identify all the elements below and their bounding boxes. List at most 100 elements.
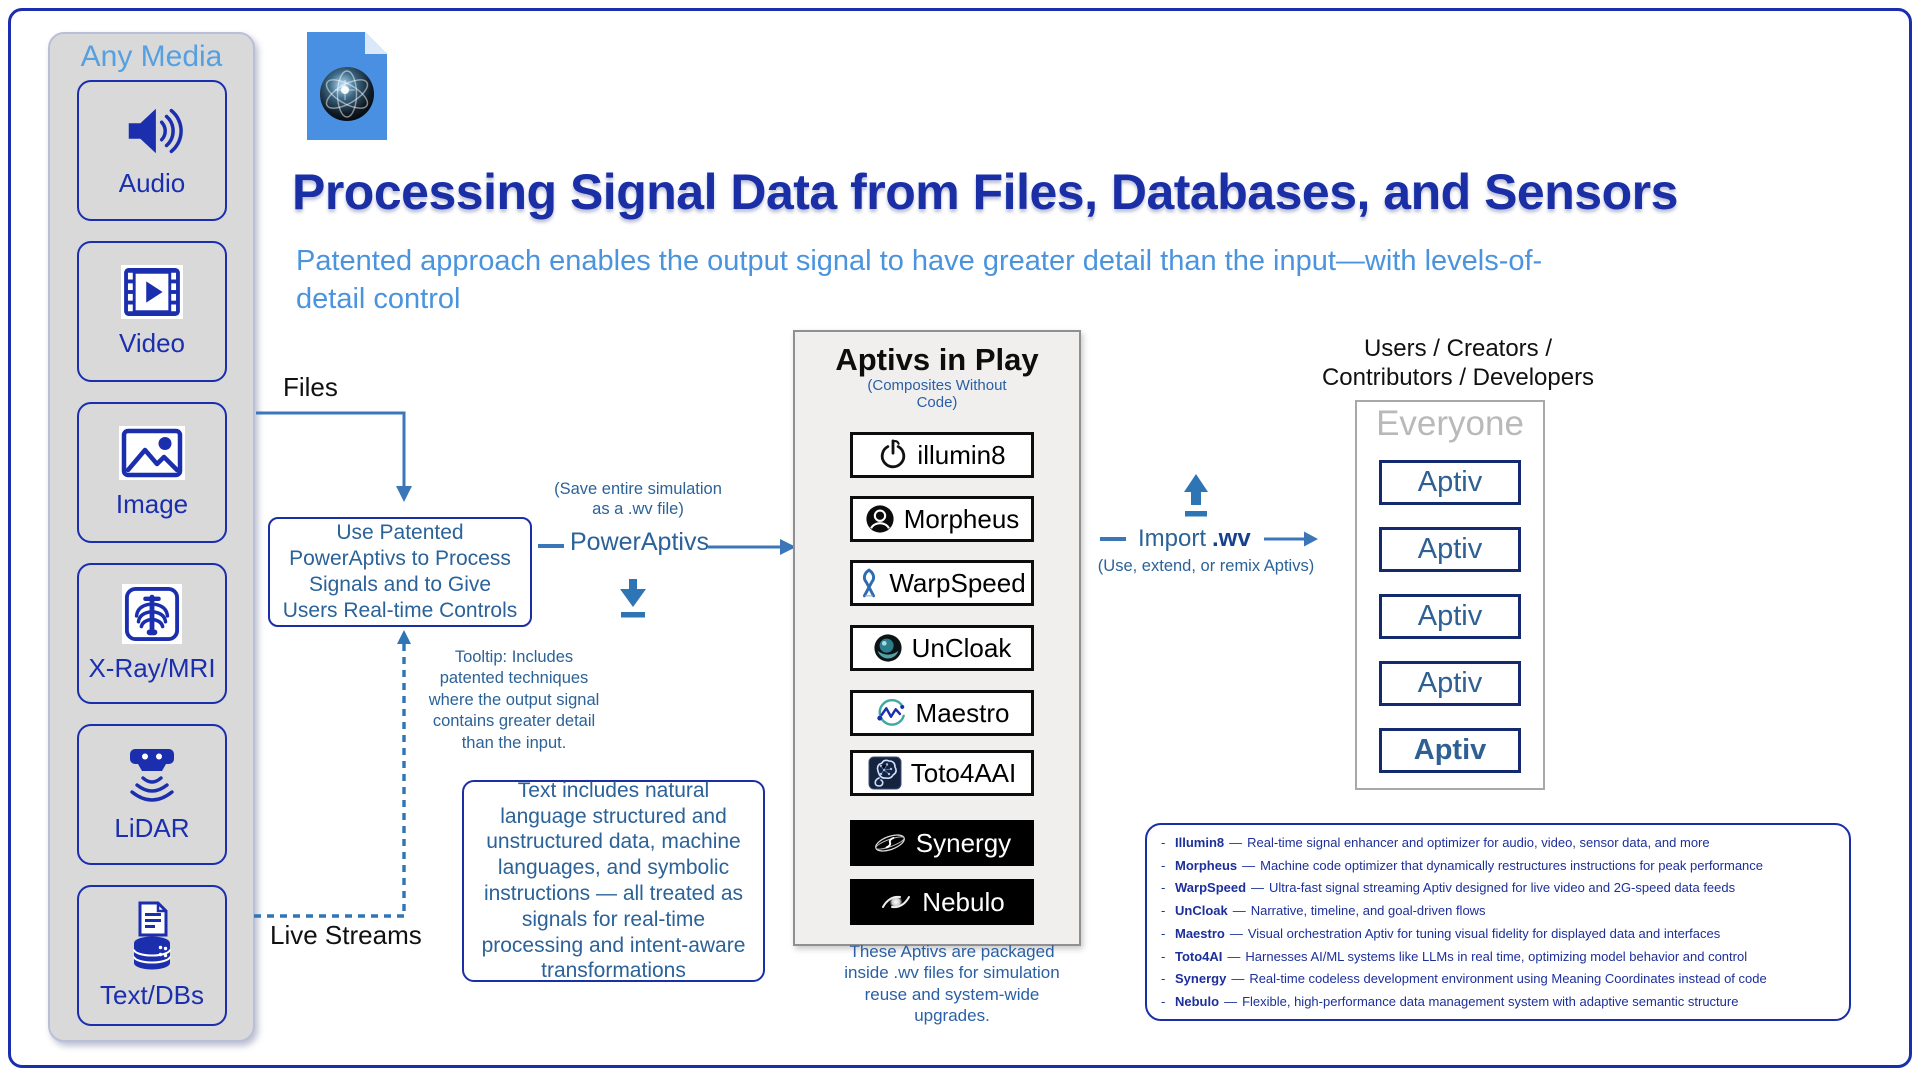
import-connector: [1100, 537, 1126, 541]
image-icon: [119, 425, 185, 480]
legend-item-uncloak: -UnCloak—Narrative, timeline, and goal-d…: [1161, 903, 1837, 918]
any-media-panel: Any Media Audio: [48, 32, 255, 1042]
legend-bullet: -: [1161, 971, 1166, 987]
legend-item-illumin8: -Illumin8 — Real-time signal enhancer and …: [1161, 835, 1837, 850]
aptiv-button-label: Nebulo: [922, 886, 1005, 917]
aptiv-slot-1[interactable]: Aptiv: [1379, 460, 1521, 505]
legend-bullet: -: [1161, 903, 1166, 919]
import-ext: .wv: [1212, 525, 1251, 552]
legend-desc: Visual orchestration Aptiv for tuning vi…: [1247, 925, 1721, 941]
media-item-label: Video: [118, 327, 186, 358]
lidar-icon: [130, 748, 174, 802]
text-database-icon: [133, 901, 171, 969]
upload-icon[interactable]: [1180, 473, 1212, 521]
legend-separator: —: [1231, 971, 1245, 987]
aptiv-button-uncloak[interactable]: UnCloak: [850, 625, 1034, 671]
legend-item-toto4ai: -Toto4AI—Harnesses AI/ML systems like LL…: [1161, 949, 1837, 964]
aptiv-slot-3[interactable]: Aptiv: [1379, 594, 1521, 639]
legend-name: Toto4AI: [1175, 948, 1223, 964]
waveform-icon: [876, 698, 905, 726]
aptiv-slot-5[interactable]: Aptiv: [1379, 728, 1521, 773]
aptiv-button-label: Maestro: [915, 697, 1010, 728]
any-media-title: Any Media: [80, 40, 223, 73]
aptivs-panel-subtitle: (Composites Without Code): [867, 377, 1007, 411]
legend-bullet: -: [1161, 857, 1166, 873]
everyone-box: Everyone Aptiv Aptiv Aptiv Aptiv Aptiv: [1355, 400, 1545, 790]
galaxy-icon: [882, 895, 911, 909]
tooltip-text: Tooltip: Includes patented techniques wh…: [428, 648, 600, 752]
legend-separator: —: [1232, 903, 1246, 919]
aptiv-button-synergy[interactable]: Synergy: [850, 820, 1034, 866]
xray-icon: [122, 583, 182, 644]
media-item-lidar[interactable]: LiDAR: [77, 724, 227, 865]
legend-desc: Real-time codeless development environme…: [1249, 971, 1767, 987]
legend-name: WarpSpeed: [1175, 880, 1247, 896]
aptiv-button-label: UnCloak: [911, 632, 1012, 663]
legend-item-morpheus: -Morpheus—Machine code optimizer that dy…: [1161, 858, 1837, 873]
poweraptivs-arrow: [708, 539, 796, 555]
aptiv-button-illumin8[interactable]: illumin8: [850, 432, 1034, 478]
media-item-textdbs[interactable]: Text/DBs: [77, 885, 227, 1026]
media-item-label: Audio: [118, 167, 186, 198]
legend-bullet: -: [1161, 880, 1166, 896]
legend-separator: —: [1227, 948, 1241, 964]
legend-bullet: -: [1161, 925, 1166, 941]
live-streams-label: Live Streams: [270, 920, 422, 950]
person-sphere-icon: [866, 505, 894, 533]
legend-separator: —: [1251, 880, 1265, 896]
wv-file-icon: [307, 32, 387, 140]
legend-bullet: -: [1161, 948, 1166, 964]
page-title: Processing Signal Data from Files, Datab…: [292, 164, 1678, 220]
aptiv-button-toto4aai[interactable]: Toto4AAI: [850, 750, 1034, 796]
aptiv-button-label: Synergy: [915, 827, 1012, 858]
aptivs-panel-title: Aptivs in Play: [835, 342, 1039, 377]
page-border: [8, 8, 1912, 1068]
aptiv-button-label: illumin8: [917, 439, 1006, 470]
aptiv-button-label: Toto4AAI: [910, 757, 1017, 788]
users-heading: Users / Creators / Contributors / Develo…: [1318, 335, 1598, 393]
legend-desc: Ultra-fast signal streaming Aptiv design…: [1269, 880, 1736, 896]
legend-item-warpspeed: -WarpSpeed—Ultra-fast signal streaming A…: [1161, 880, 1837, 895]
legend-desc: Real-time signal enhancer and optimizer …: [1247, 835, 1710, 850]
aptiv-button-nebulo[interactable]: Nebulo: [850, 879, 1034, 925]
legend-name: Maestro: [1175, 925, 1225, 941]
legend-desc: Narrative, timeline, and goal-driven flo…: [1250, 903, 1486, 919]
import-wv-label: Import.wv: [1138, 525, 1251, 553]
aptiv-slot-2[interactable]: Aptiv: [1379, 527, 1521, 572]
legend-separator: —: [1242, 857, 1256, 873]
import-word: Import: [1138, 525, 1207, 552]
media-item-label: LiDAR: [114, 812, 190, 843]
live-streams-path: [254, 630, 411, 918]
media-item-video[interactable]: Video: [77, 241, 227, 382]
legend-item-maestro: -Maestro—Visual orchestration Aptiv for …: [1161, 926, 1837, 941]
legend-name: Illumin8: [1175, 835, 1225, 850]
aptivs-packaged-note: These Aptivs are packaged inside .wv fil…: [844, 942, 1060, 1025]
lens-icon: [874, 634, 902, 662]
legend-name: Synergy: [1175, 971, 1227, 987]
legend-item-nebulo: -Nebulo—Flexible, high-performance data …: [1161, 994, 1837, 1009]
legend-name: Nebulo: [1175, 993, 1220, 1009]
legend-separator: —: [1229, 835, 1243, 850]
legend-separator: —: [1229, 925, 1243, 941]
poweraptivs-label: PowerAptivs: [570, 528, 709, 556]
download-icon[interactable]: [615, 576, 651, 624]
speaker-icon: [128, 108, 183, 153]
legend-bullet: -: [1161, 835, 1166, 850]
legend-item-synergy: -Synergy—Real-time codeless development …: [1161, 971, 1837, 986]
save-note: (Save entire simulation as a .wv file): [554, 480, 722, 518]
import-note: (Use, extend, or remix Aptivs): [1097, 557, 1315, 575]
aptiv-button-warpspeed[interactable]: WarpSpeed: [850, 560, 1034, 606]
media-item-audio[interactable]: Audio: [77, 80, 227, 221]
media-item-xray[interactable]: X-Ray/MRI: [77, 563, 227, 704]
aptiv-button-maestro[interactable]: Maestro: [850, 690, 1034, 736]
legend-bullet: -: [1161, 993, 1166, 1009]
power-icon: [881, 439, 906, 469]
media-item-image[interactable]: Image: [77, 402, 227, 543]
users-heading-line2: Contributors / Developers: [1321, 363, 1595, 391]
legend-desc: Machine code optimizer that dynamically …: [1260, 857, 1764, 873]
users-heading-line1: Users / Creators /: [1363, 335, 1553, 362]
aptiv-button-label: Morpheus: [903, 503, 1020, 534]
aptiv-button-morpheus[interactable]: Morpheus: [850, 496, 1034, 542]
aptiv-slot-4[interactable]: Aptiv: [1379, 661, 1521, 706]
aptiv-button-label: WarpSpeed: [889, 567, 1026, 598]
